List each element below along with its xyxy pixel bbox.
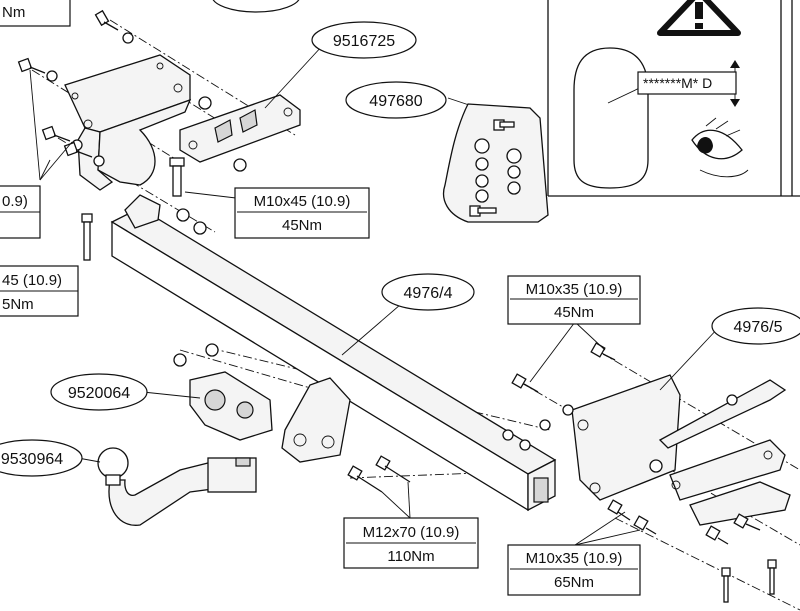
label-4976-4: 4976/4 xyxy=(381,273,475,311)
spec-cropped-left: 0.9) xyxy=(0,185,41,239)
left-bolt-upper xyxy=(17,57,58,82)
m10x35-lower-bolts xyxy=(607,499,777,603)
warning-panel: *******M* D xyxy=(547,0,800,197)
top-bolt xyxy=(94,9,134,44)
warning-triangle-icon xyxy=(657,0,741,36)
label-4976-5-text: 4976/5 xyxy=(734,319,783,336)
left-bolt-middle xyxy=(41,125,83,151)
bracket-nuts xyxy=(198,96,247,172)
spec-cropped-top: Nm xyxy=(0,0,71,27)
reinforcement-bracket xyxy=(179,94,301,163)
marking-text-box: *******M* D xyxy=(637,71,737,95)
bolt-kit-card xyxy=(443,103,549,223)
spec-m10x35-upper: M10x35 (10.9) 45Nm xyxy=(507,275,641,325)
spec-m10x45-bolt: M10x45 (10.9) xyxy=(254,193,351,210)
spec-m12x70: M12x70 (10.9) 110Nm xyxy=(343,517,479,569)
label-9516725-text: 9516725 xyxy=(333,33,395,50)
left-mounting-bracket xyxy=(64,54,192,191)
label-497680-text: 497680 xyxy=(369,93,422,110)
spec-m12x70-bolt: M12x70 (10.9) xyxy=(363,524,460,541)
label-9530964-text: 9530964 xyxy=(1,451,63,468)
socket-plate xyxy=(173,343,273,441)
side-bracket xyxy=(571,374,791,526)
label-cropped-oval xyxy=(212,0,300,13)
spec-m12x70-torque: 110Nm xyxy=(387,548,434,565)
spec-m10x35-lower-torque: 65Nm xyxy=(554,574,594,591)
spec-cropped-top-torque: Nm xyxy=(2,4,25,21)
label-497680: 497680 xyxy=(345,81,447,119)
spec-m10x35-lower: M10x35 (10.9) 65Nm xyxy=(507,544,641,596)
spec-m10x45: M10x45 (10.9) 45Nm xyxy=(234,187,370,239)
center-bracket xyxy=(281,377,351,463)
spec-m10x35-upper-bolt: M10x35 (10.9) xyxy=(526,281,623,298)
spec-m10x35-lower-bolt: M10x35 (10.9) xyxy=(526,550,623,567)
label-4976-4-text: 4976/4 xyxy=(404,285,453,302)
spec-m10x35-upper-torque: 45Nm xyxy=(554,304,594,321)
spec-cropped-lower-left-bolt: 45 (10.9) xyxy=(2,272,62,289)
spec-cropped-lower-left-torque: 5Nm xyxy=(2,296,34,313)
m12x70-bolts xyxy=(347,455,411,493)
crossbar-tube xyxy=(110,194,557,512)
vertical-bolt xyxy=(81,213,93,261)
label-9520064-text: 9520064 xyxy=(68,385,130,402)
spec-cropped-left-bolt: 0.9) xyxy=(2,193,28,210)
spec-m10x45-torque: 45Nm xyxy=(282,217,322,234)
label-9520064: 9520064 xyxy=(50,373,148,411)
label-9530964: 9530964 xyxy=(0,439,83,477)
left-bolt-lower xyxy=(63,141,105,167)
tow-ball xyxy=(97,447,257,526)
spec-cropped-lower-left: 45 (10.9) 5Nm xyxy=(0,265,79,317)
m10x35-upper-bolts xyxy=(502,342,616,451)
label-4976-5: 4976/5 xyxy=(711,307,800,345)
leader-lines xyxy=(77,44,721,546)
m10x45-bolt xyxy=(169,157,207,235)
label-9516725: 9516725 xyxy=(311,21,417,59)
marking-text: *******M* D xyxy=(643,75,712,91)
eye-icon xyxy=(691,117,749,178)
